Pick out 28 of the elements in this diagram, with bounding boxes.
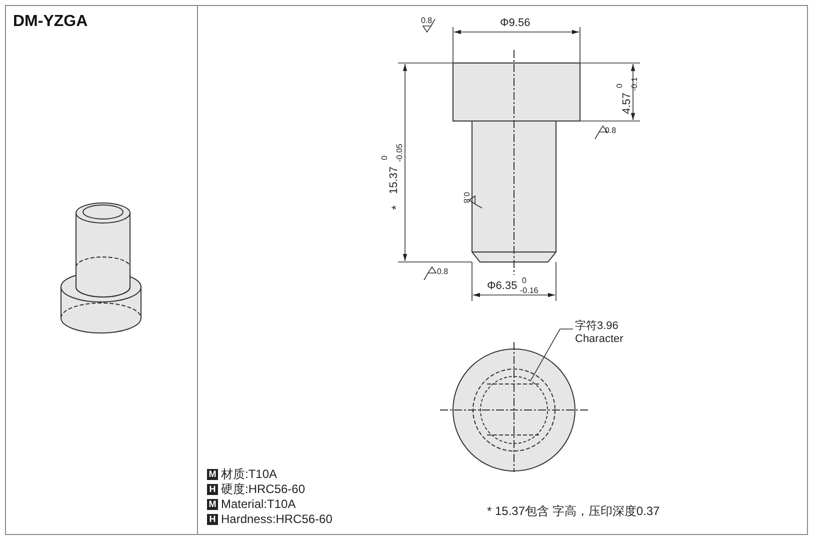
tolerance-text: 0 [616,84,624,88]
asterisk-mark: * [390,205,402,210]
tolerance-text: -0.1 [631,77,639,91]
roughness-value: 0.8 [437,268,448,276]
tolerance-text: -0.05 [396,144,404,162]
leader-line [530,328,574,381]
letter-marker: H [207,514,218,525]
spec-text: 硬度:HRC56-60 [221,483,306,495]
dimension-text: 15.37 [389,166,400,194]
dimension-text: 4.57 [622,92,633,114]
letter-marker: M [207,469,218,480]
roughness-value: 0.8 [605,127,616,135]
tolerance-text: 0 [522,277,526,285]
title: DM-YZGA [13,14,88,30]
letter-marker: M [207,499,218,510]
letter-marker: H [207,484,218,495]
callout-text: 字符3.96 Character [575,320,635,346]
tolerance-text: -0.16 [520,287,538,295]
spec-text: Material:T10A [221,498,296,510]
spec-text: Hardness:HRC56-60 [221,513,332,525]
dimension-text: Φ9.56 [500,18,530,29]
tolerance-text: 0 [381,156,389,160]
spec-text: 材质:T10A [221,468,278,480]
dimension-text: Φ6.35 [487,281,518,292]
roughness-value: 0.8 [462,192,470,204]
roughness-value: 0.8 [421,17,432,25]
character-circle [480,376,548,444]
note-text: * 15.37包含 字高，压印深度0.37 [487,505,660,517]
